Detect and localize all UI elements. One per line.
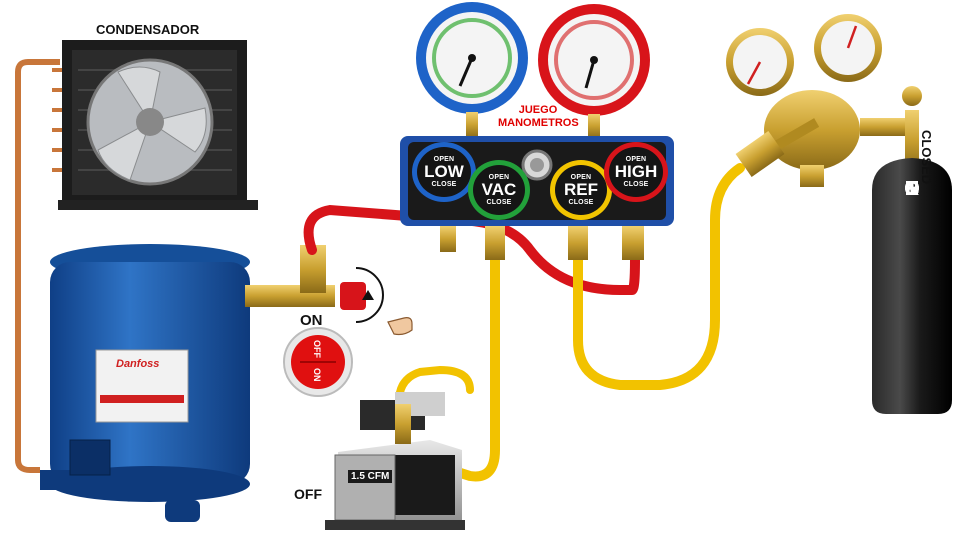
nitrogen-letter: N [904, 178, 920, 200]
vac-open-text: OPEN [488, 174, 510, 181]
nitrogen-letter: N [904, 178, 920, 200]
pump-off-label: OFF [294, 486, 322, 502]
valve-on-label: ON [300, 312, 323, 329]
condenser-unit [52, 40, 258, 210]
nitrogen-letter: E [905, 178, 919, 200]
ref-close-text: CLOSE [568, 199, 594, 206]
vac-valve-knob[interactable]: OPEN VAC CLOSE [468, 160, 530, 220]
nitrogen-cylinder [872, 110, 952, 414]
low-open-text: OPEN [433, 156, 455, 163]
low-valve-knob[interactable]: OPEN LOW CLOSE [412, 142, 476, 202]
low-name: LOW [424, 162, 464, 181]
condenser-label: CONDENSADOR [96, 22, 200, 37]
manifold-title-line2: MANOMETROS [498, 117, 579, 129]
ref-open-text: OPEN [570, 174, 592, 181]
red-hose [303, 204, 640, 295]
power-switch[interactable] [283, 327, 353, 397]
nitrogen-letter: O [904, 178, 920, 200]
gauge-stems [466, 112, 600, 138]
high-valve-knob[interactable]: OPEN HIGH CLOSE [604, 142, 668, 202]
manifold-fittings [440, 226, 644, 260]
nitrogen-letter: R [904, 178, 920, 200]
high-close-text: CLOSE [623, 181, 649, 188]
high-pressure-gauge [538, 4, 650, 116]
nitrogen-letter: G [904, 178, 920, 200]
high-open-text: OPEN [625, 156, 647, 163]
yellow-hose-ref [573, 163, 745, 390]
vacuum-pump [325, 392, 465, 530]
nitrogen-letter: O [904, 178, 920, 200]
nitrogen-letter: T [905, 178, 919, 200]
high-name: HIGH [614, 162, 658, 181]
service-valve [245, 245, 384, 323]
copper-pipe [15, 59, 60, 473]
ref-valve-knob[interactable]: OPEN REF CLOSE [550, 160, 612, 220]
nitrogen-letter: I [909, 178, 915, 200]
compressor [40, 244, 250, 522]
manifold-title: JUEGO MANOMETROS [498, 104, 579, 130]
pointing-hand-icon [387, 317, 413, 336]
switch-on-text: ON [312, 368, 322, 382]
manifold-title-line1: JUEGO [518, 104, 558, 116]
low-close-text: CLOSE [431, 181, 457, 188]
nitrogen-regulator [726, 14, 922, 187]
brand-logo: Danfoss [116, 358, 160, 370]
switch-off-text: OFF [312, 340, 322, 358]
vac-close-text: CLOSE [486, 199, 512, 206]
low-pressure-gauge [416, 2, 528, 114]
vac-name: VAC [481, 180, 517, 199]
pump-badge: 1.5 CFM [348, 470, 393, 483]
ref-name: REF [564, 180, 598, 199]
